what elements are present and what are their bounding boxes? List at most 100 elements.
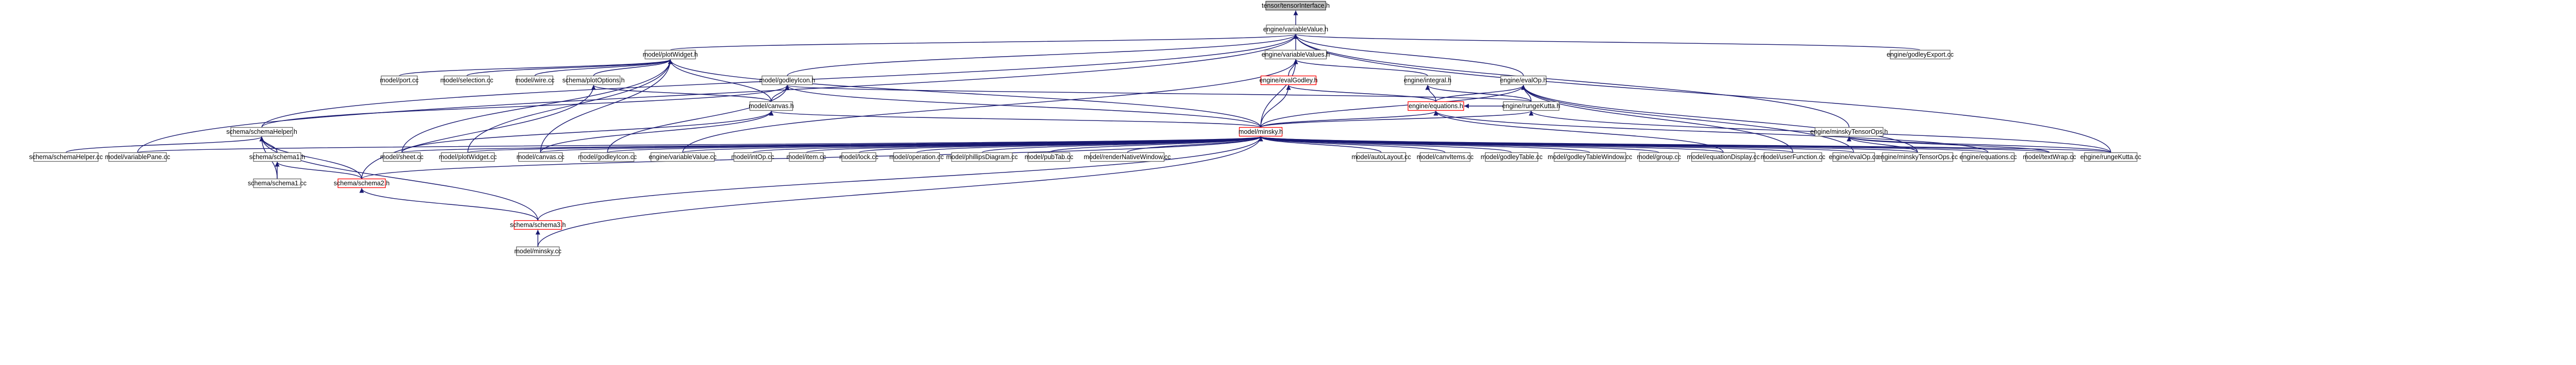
include-edge bbox=[1846, 136, 1918, 153]
node-model-plotwidget-h[interactable]: model/plotWidget.h bbox=[642, 49, 698, 60]
node-label: schema/schema1.cc bbox=[248, 180, 307, 187]
node-model-godleyicon-cc[interactable]: model/godleyIcon.cc bbox=[578, 152, 637, 162]
node-label: model/group.cc bbox=[1637, 153, 1681, 161]
nodes: tensor/tensorInterface.h engine/variableV… bbox=[29, 1, 2141, 256]
node-model-selection-cc[interactable]: model/selection.cc bbox=[440, 75, 494, 85]
node-model-autolayout-cc[interactable]: model/autoLayout.cc bbox=[1351, 152, 1411, 162]
node-model-intop-cc[interactable]: model/intOp.cc bbox=[731, 152, 774, 162]
include-edge bbox=[769, 110, 1261, 128]
node-schema-schemahelper-h[interactable]: schema/schemaHelper.h bbox=[226, 127, 297, 137]
node-engine-evalop-h[interactable]: engine/evalOp.h bbox=[1500, 75, 1547, 85]
node-schema-schema3-h[interactable]: schema/schema3.h bbox=[510, 220, 566, 230]
node-schema-plotoptions-h[interactable]: schema/plotOptions.h bbox=[563, 75, 625, 85]
node-box bbox=[580, 152, 635, 162]
node-box bbox=[1264, 49, 1327, 60]
node-model-rendernativewindow-cc[interactable]: model/renderNativeWindow.cc bbox=[1084, 152, 1171, 162]
include-edge bbox=[537, 136, 1263, 221]
node-model-lock-cc[interactable]: model/lock.cc bbox=[839, 152, 878, 162]
node-model-minsky-h[interactable]: model/minsky.h bbox=[1239, 127, 1283, 137]
node-model-equationdisplay-cc[interactable]: model/equationDisplay.cc bbox=[1687, 152, 1760, 162]
include-edge bbox=[670, 33, 1298, 51]
node-label: model/canvas.h bbox=[749, 102, 794, 110]
node-box bbox=[761, 75, 813, 85]
node-label: model/godleyIcon.cc bbox=[578, 153, 637, 161]
include-edge bbox=[534, 59, 673, 77]
node-engine-evalgodley-h[interactable]: engine/evalGodley.h bbox=[1259, 75, 1318, 85]
node-model-textwrap-cc[interactable]: model/textWrap.cc bbox=[2023, 152, 2076, 162]
include-edge bbox=[591, 84, 772, 102]
node-label: schema/schema3.h bbox=[510, 221, 566, 229]
node-label: model/renderNativeWindow.cc bbox=[1084, 153, 1171, 161]
node-box bbox=[33, 152, 99, 162]
node-schema-schema1-cc[interactable]: schema/schema1.cc bbox=[248, 178, 307, 188]
node-model-group-cc[interactable]: model/group.cc bbox=[1637, 152, 1681, 162]
node-box bbox=[1764, 152, 1822, 162]
node-label: model/equationDisplay.cc bbox=[1687, 153, 1760, 161]
node-engine-evalop-cc[interactable]: engine/evalOp.cc bbox=[1829, 152, 1879, 162]
node-box bbox=[789, 152, 824, 162]
node-engine-variablevalue-h[interactable]: engine/variableValue.h bbox=[1263, 24, 1328, 34]
include-edge bbox=[682, 59, 1298, 153]
node-model-wire-cc[interactable]: model/wire.cc bbox=[515, 75, 554, 85]
include-edge bbox=[593, 59, 673, 76]
include-edge bbox=[540, 59, 673, 153]
include-edge bbox=[1260, 110, 1438, 128]
node-box bbox=[516, 75, 553, 85]
node-model-sheet-cc[interactable]: model/sheet.cc bbox=[380, 152, 423, 162]
node-model-minsky-cc[interactable]: model/minsky.cc bbox=[514, 246, 562, 256]
node-schema-schema1-h[interactable]: schema/schema1.h bbox=[249, 152, 305, 162]
node-engine-minskytensorops-cc[interactable]: engine/minskyTensorOps.cc bbox=[1877, 152, 1958, 162]
node-model-userfunction-cc[interactable]: model/userFunction.cc bbox=[1760, 152, 1825, 162]
node-box bbox=[381, 75, 418, 85]
node-engine-equations-cc[interactable]: engine/equations.cc bbox=[1959, 152, 2017, 162]
node-model-port-cc[interactable]: model/port.cc bbox=[380, 75, 419, 85]
include-edge bbox=[466, 59, 673, 77]
node-model-godleytable-cc[interactable]: model/godleyTable.cc bbox=[1481, 152, 1543, 162]
node-label: engine/evalOp.cc bbox=[1829, 153, 1879, 161]
include-edge bbox=[1258, 136, 1446, 153]
node-box bbox=[1815, 127, 1884, 137]
include-edge bbox=[1435, 85, 1526, 102]
node-label: model/variablePane.cc bbox=[105, 153, 170, 161]
node-model-operation-cc[interactable]: model/operation.cc bbox=[889, 152, 944, 162]
include-edge bbox=[261, 85, 790, 128]
node-model-godleyicon-h[interactable]: model/godleyIcon.h bbox=[759, 75, 815, 85]
node-label: engine/equations.cc bbox=[1959, 153, 2016, 161]
include-edge bbox=[1293, 34, 1850, 128]
node-engine-variablevalues-h[interactable]: engine/variableValues.h bbox=[1262, 49, 1330, 60]
node-box bbox=[1090, 152, 1165, 162]
node-engine-equations-h[interactable]: engine/equations.h bbox=[1408, 101, 1464, 111]
include-edge bbox=[467, 59, 673, 153]
node-box bbox=[749, 101, 793, 111]
node-model-canvas-h[interactable]: model/canvas.h bbox=[749, 101, 794, 111]
node-model-canvitems-cc[interactable]: model/canvItems.cc bbox=[1417, 152, 1473, 162]
node-model-phillipsdiagram-cc[interactable]: model/phillipsDiagram.cc bbox=[946, 152, 1018, 162]
node-engine-rungekutta-h[interactable]: engine/rungeKutta.h bbox=[1502, 101, 1561, 111]
node-model-pubtab-cc[interactable]: model/pubTab.cc bbox=[1025, 152, 1074, 162]
edges bbox=[65, 10, 2111, 247]
node-box bbox=[566, 75, 621, 85]
include-edge bbox=[359, 188, 538, 221]
node-model-variablepane-cc[interactable]: model/variablePane.cc bbox=[105, 152, 170, 162]
node-engine-godleyexport-cc[interactable]: engine/godleyExport.cc bbox=[1887, 49, 1954, 60]
node-tensor-tensorinterface-h[interactable]: tensor/tensorInterface.h bbox=[1262, 1, 1330, 11]
node-model-plotwidget-cc[interactable]: model/plotWidget.cc bbox=[439, 152, 497, 162]
node-box bbox=[645, 49, 696, 60]
node-box bbox=[2084, 152, 2138, 162]
node-engine-rungekutta-cc[interactable]: engine/rungeKutta.cc bbox=[2080, 152, 2141, 162]
node-engine-integral-h[interactable]: engine/integral.h bbox=[1404, 75, 1451, 85]
node-model-godleytablewindow-cc[interactable]: model/godleyTableWindow.cc bbox=[1548, 152, 1632, 162]
node-schema-schemahelper-cc[interactable]: schema/schemaHelper.cc bbox=[29, 152, 103, 162]
include-edge bbox=[1260, 110, 1534, 128]
node-schema-schema2-h[interactable]: schema/schema2.h bbox=[334, 178, 389, 188]
node-engine-variablevalue-cc[interactable]: engine/variableValue.cc bbox=[649, 152, 717, 162]
node-model-item-cc[interactable]: model/item.cc bbox=[786, 152, 826, 162]
node-model-canvas-cc[interactable]: model/canvas.cc bbox=[516, 152, 565, 162]
node-engine-minskytensorops-h[interactable]: engine/minskyTensorOps.h bbox=[1810, 127, 1888, 137]
node-box bbox=[1882, 152, 1954, 162]
node-label: model/phillipsDiagram.cc bbox=[946, 153, 1018, 161]
node-box bbox=[1266, 24, 1326, 34]
node-label: model/minsky.h bbox=[1239, 128, 1283, 135]
node-label: engine/rungeKutta.cc bbox=[2080, 153, 2141, 161]
